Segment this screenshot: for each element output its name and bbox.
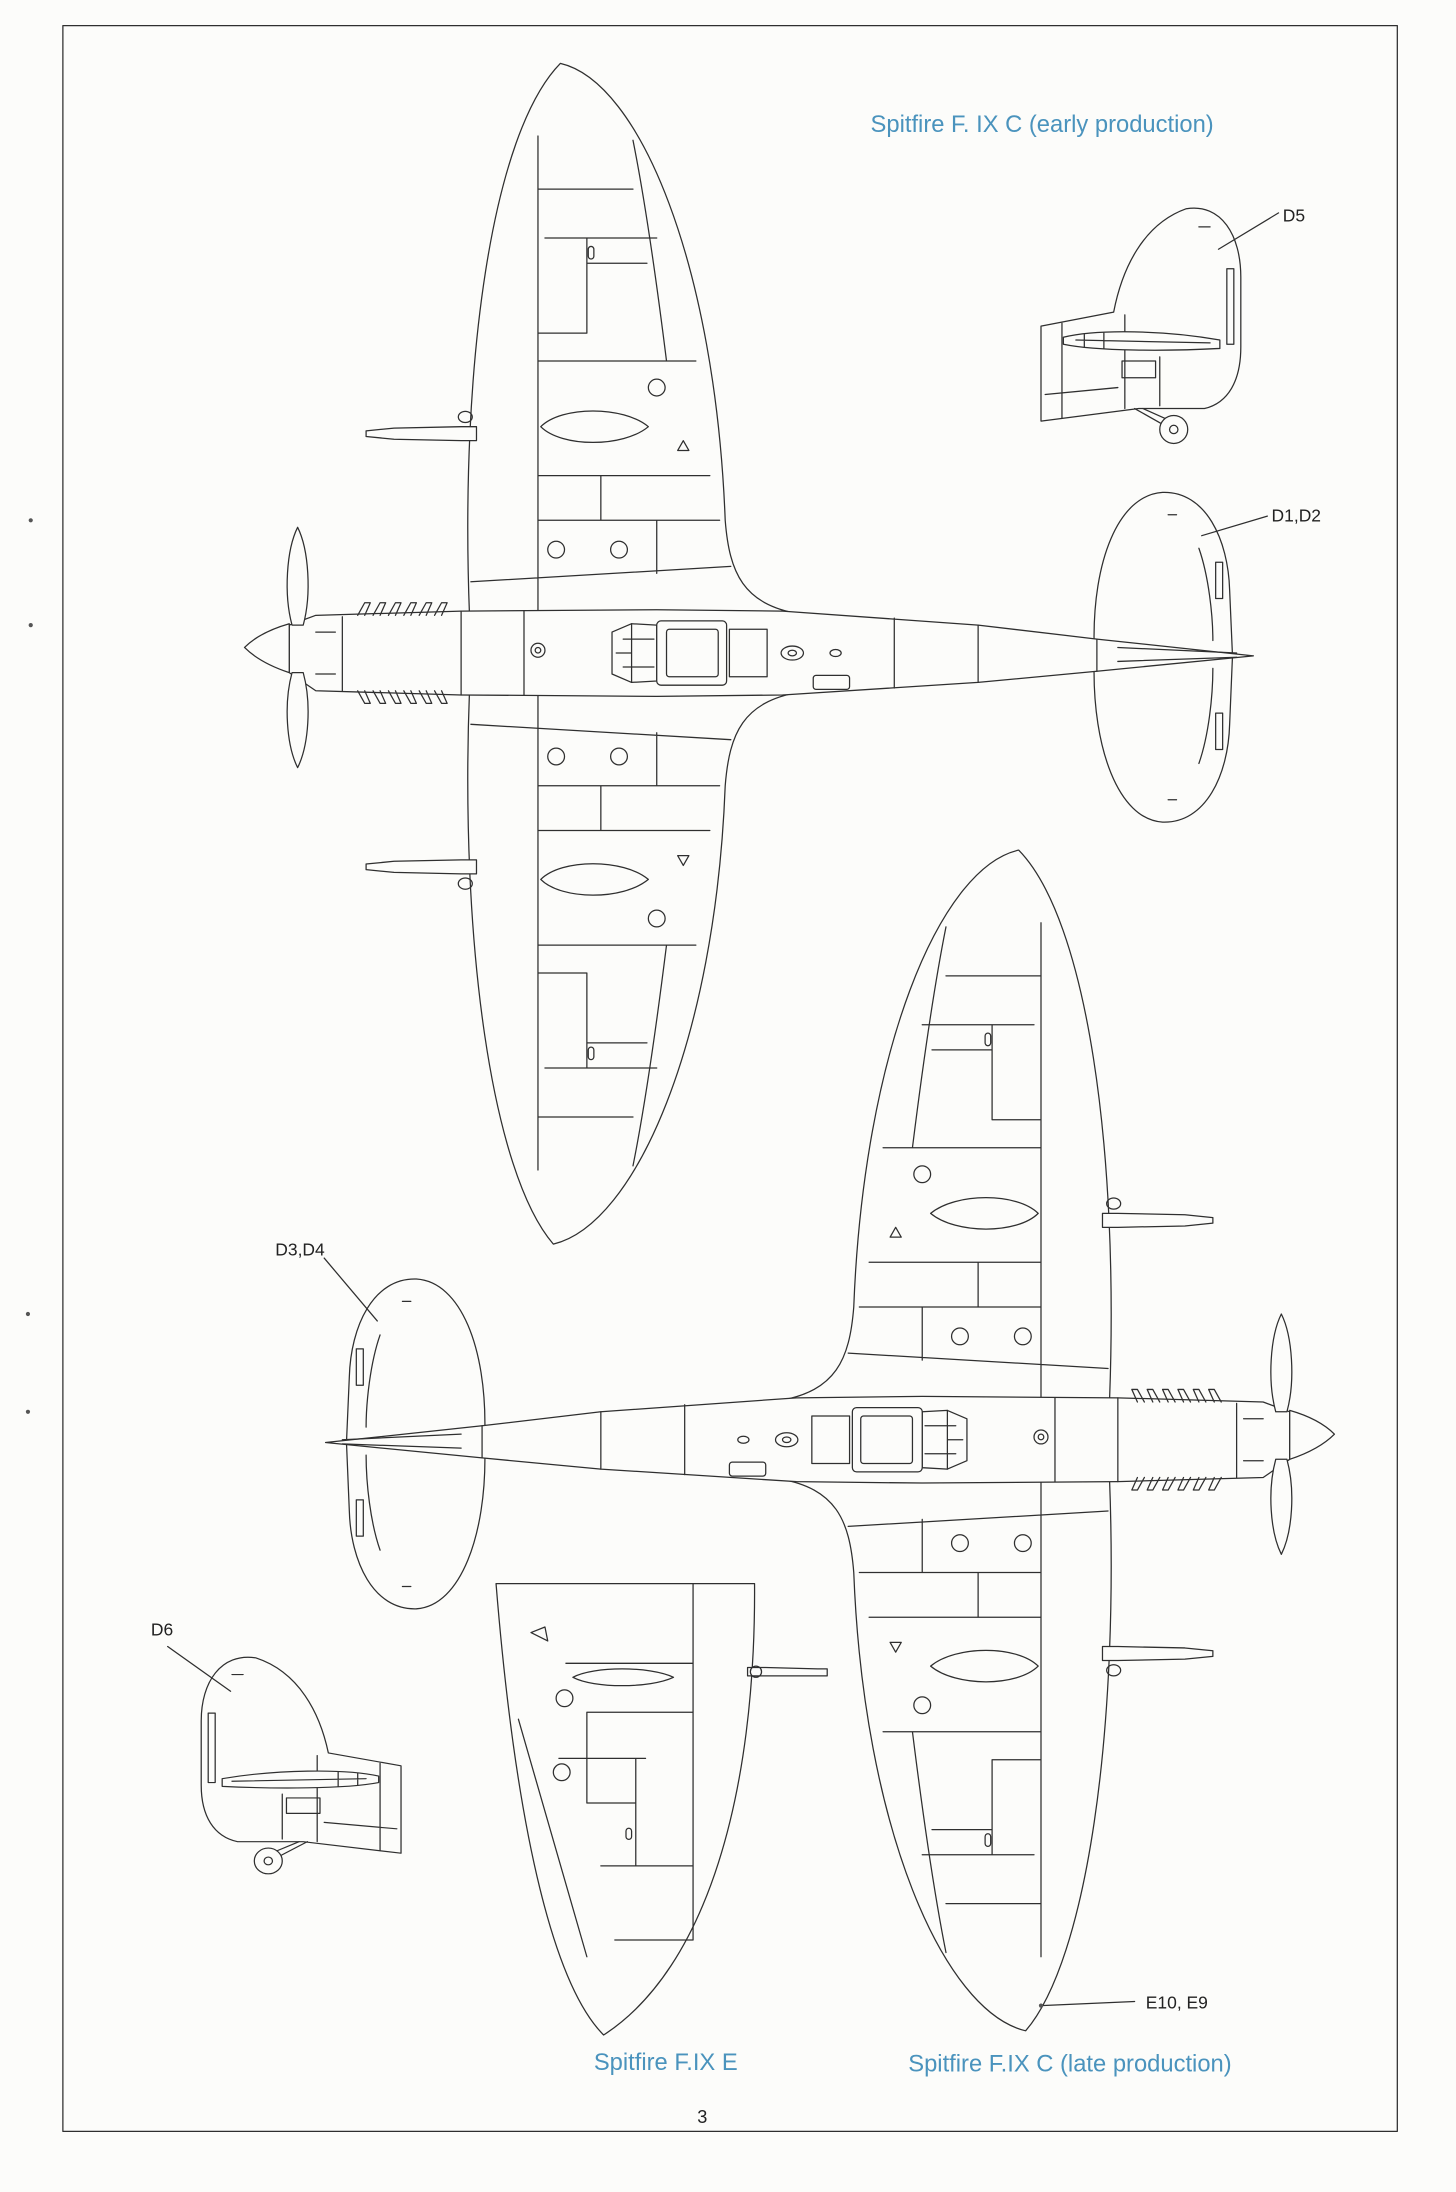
callout-d3-d4: D3,D4 [275,1239,325,1259]
marking-spot-e10-e9 [1038,2003,1044,2008]
margin-punch-mark [25,1311,31,1317]
fix-e-wing-partial [495,1583,828,2036]
page-number: 3 [697,2107,707,2127]
callout-e10-e9: E10, E9 [1146,1992,1208,2012]
margin-punch-mark [28,623,33,628]
fix-e-wing-vent [625,1827,633,1840]
callout-d5: D5 [1283,205,1305,225]
d6-tail-side-view [200,1656,402,1875]
fix-e-wing-panel-lines [517,1583,694,1958]
callout-leader-d6 [167,1645,232,1692]
fix-e-cannon-ring [749,1665,763,1678]
callout-leader-e10-e9 [1040,2000,1136,2007]
margin-punch-mark [25,1409,31,1414]
callout-leader-d1-d2 [1201,515,1268,537]
fix-e-access-panel [552,1763,571,1782]
margin-punch-mark [28,518,33,523]
fix-e-wing-outline [495,1583,756,2036]
page-border [62,25,1398,2133]
aircraft-late-production-plan [324,849,1336,2032]
callout-leader-d5 [1217,212,1280,250]
aircraft-early-production-plan [243,62,1255,1245]
title-early-production: Spitfire F. IX C (early production) [871,111,1214,138]
title-fix-e: Spitfire F.IX E [594,2049,738,2076]
fix-e-access-panel [555,1689,574,1708]
callout-d1-d2: D1,D2 [1272,506,1321,526]
callout-leader-d3-d4 [323,1257,378,1322]
fix-e-wing-fairing [530,1626,549,1642]
d5-tail-side-view [1040,207,1242,445]
fix-e-cannon [746,1666,828,1677]
fix-e-gun-bay-bulge [572,1668,675,1687]
callout-d6: D6 [151,1619,173,1639]
title-late-production: Spitfire F.IX C (late production) [908,2050,1231,2077]
